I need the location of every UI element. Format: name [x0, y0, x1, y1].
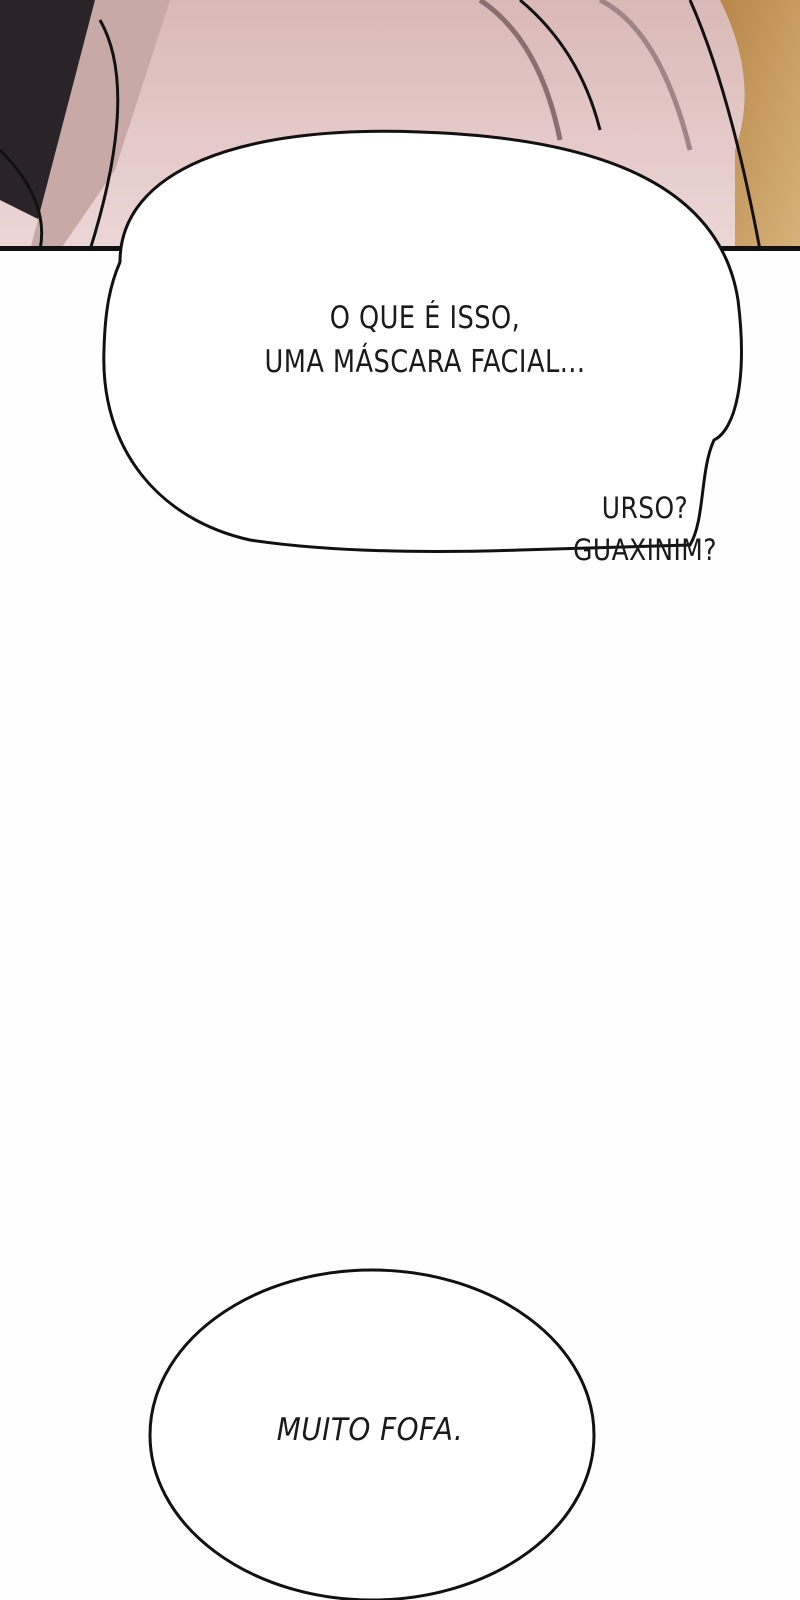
speech-bubble-1	[102, 129, 743, 553]
speech-bubble-2	[148, 1268, 596, 1600]
side-text: URSO? GUAXINIM?	[572, 487, 718, 571]
bubble-2-text: MUITO FOFA.	[276, 1412, 464, 1448]
bubble-1-text: O QUE É ISSO, UMA MÁSCARA FACIAL...	[223, 296, 628, 384]
bubble-1-line-2: UMA MÁSCARA FACIAL...	[264, 344, 586, 380]
side-text-line-1: URSO?	[601, 491, 689, 525]
bubble-1-line-1: O QUE É ISSO,	[329, 300, 521, 336]
side-text-line-2: GUAXINIM?	[573, 533, 717, 567]
